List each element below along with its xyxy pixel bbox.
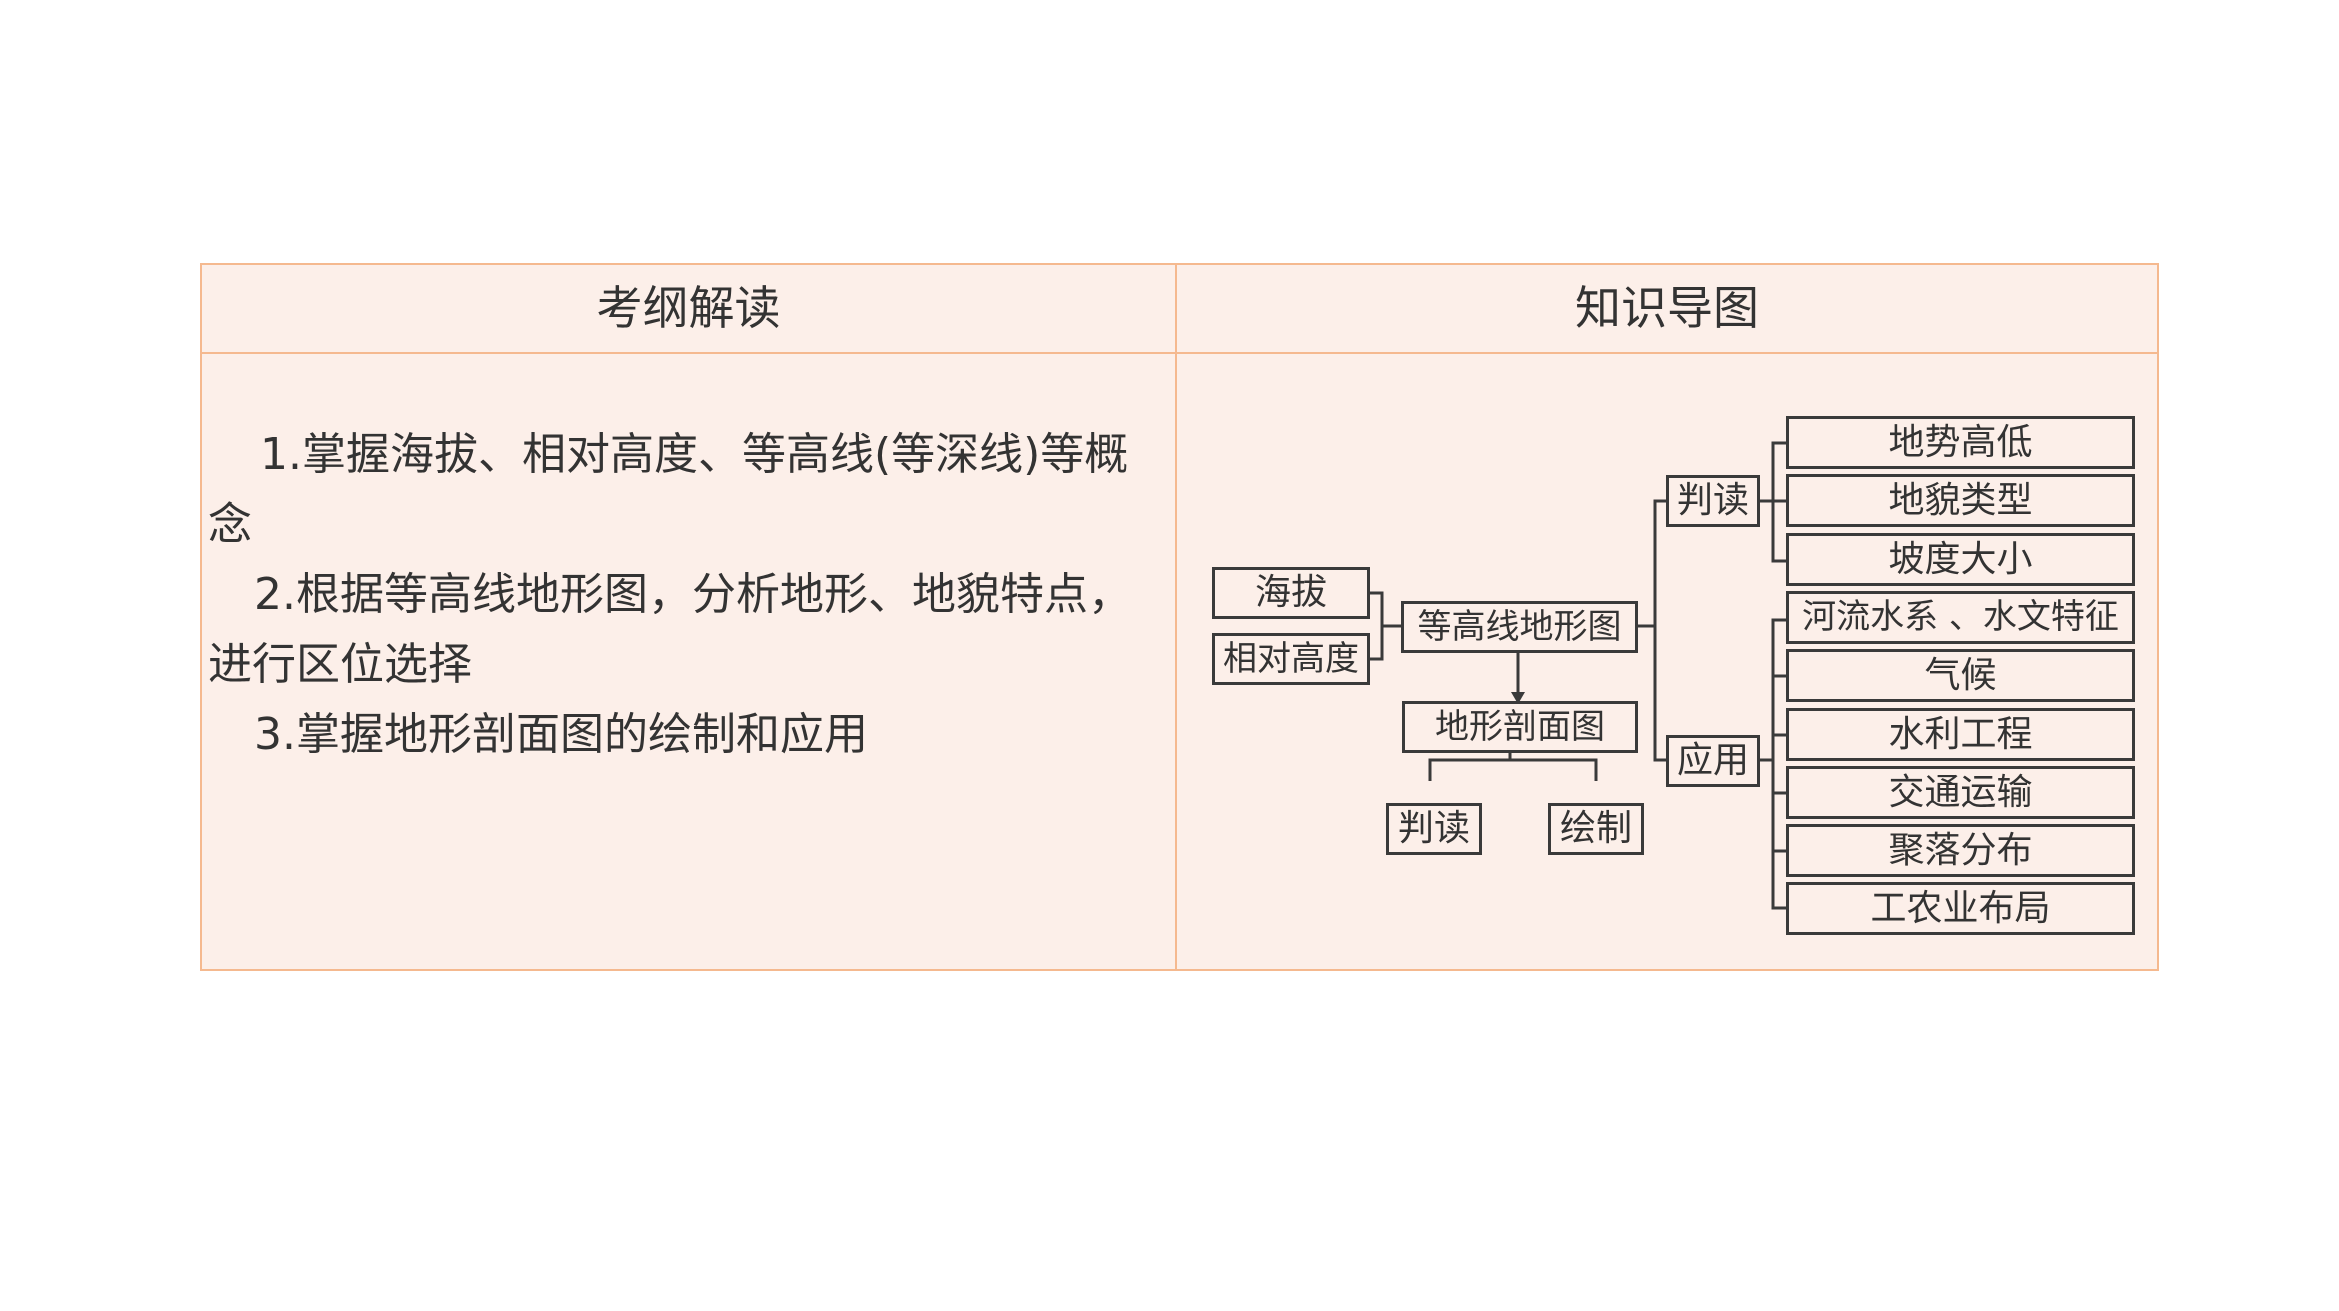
apply-item-water-projects: 水利工程 [1786,708,2135,761]
syllabus-outline: 1.掌握海拔、相对高度、等高线(等深线)等概 念 2.根据等高线地形图，分析地形… [208,420,1168,770]
interpret-item-slope: 坡度大小 [1786,533,2135,586]
apply-item-climate: 气候 [1786,649,2135,702]
node-profile-map: 地形剖面图 [1402,701,1638,753]
interpret-item-terrain: 地势高低 [1786,416,2135,469]
connector-apply-bracket [1771,618,1786,910]
outline-item-1-cont: 念 [208,499,252,550]
outline-item-1: 1.掌握海拔、相对高度、等高线(等深线)等概 [260,429,1129,480]
apply-item-settlement: 聚落分布 [1786,824,2135,877]
header-divider [202,352,2157,354]
node-profile-draw: 绘制 [1548,803,1644,855]
node-interpret: 判读 [1666,475,1760,527]
node-altitude: 海拔 [1212,567,1370,619]
apply-item-rivers: 河流水系 、水文特征 [1786,591,2135,644]
interpret-item-landform: 地貌类型 [1786,474,2135,527]
node-profile-read: 判读 [1386,803,1482,855]
apply-item-transport: 交通运输 [1786,766,2135,819]
apply-item-industry-agriculture: 工农业布局 [1786,882,2135,935]
connector-main-bracket [1653,499,1666,762]
connector-inputs [1370,591,1384,661]
connector-profile-branch [1428,758,1598,781]
column-divider [1175,265,1177,969]
node-relative-height: 相对高度 [1212,633,1370,685]
knowledge-mind-map: 海拔 相对高度 等高线地形图 地形剖面图 判读 绘制 判读 应用 地势高低 地貌… [1205,410,2145,950]
outline-item-2-cont: 进行区位选择 [208,639,472,690]
syllabus-header: 考纲解读 [596,281,781,335]
node-contour-map: 等高线地形图 [1401,601,1638,653]
outline-item-2: 2.根据等高线地形图，分析地形、地貌特点， [254,569,1132,620]
arrow-head [1511,692,1525,704]
node-apply: 应用 [1666,735,1760,787]
knowledge-map-header: 知识导图 [1575,281,1759,335]
mind-map-connectors [1370,441,1786,910]
outline-item-3: 3.掌握地形剖面图的绘制和应用 [254,709,868,760]
